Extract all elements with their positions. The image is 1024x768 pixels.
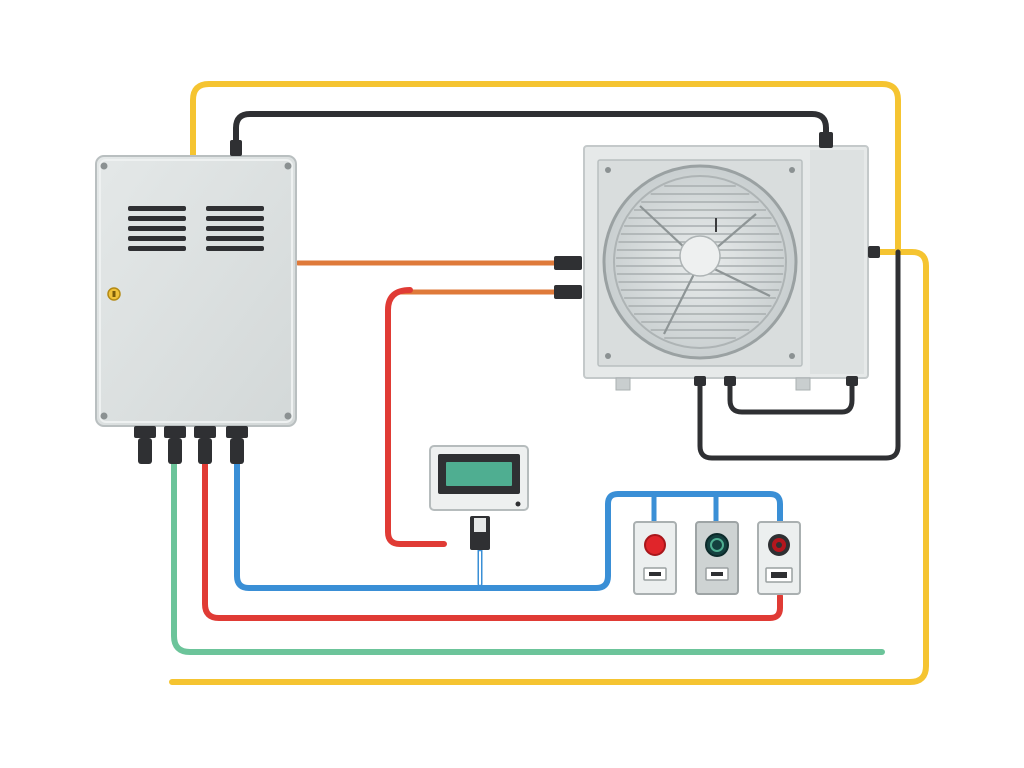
- wire-black-loop-inner: [727, 377, 855, 415]
- cable-glands-bottom: [134, 426, 248, 464]
- unit-foot: [795, 377, 811, 391]
- switch-red[interactable]: [633, 521, 677, 595]
- gland-boot: [230, 438, 244, 464]
- wire-yellow-top: [190, 81, 901, 253]
- vent-grille-left: [128, 206, 186, 251]
- vent-slot: [206, 206, 264, 211]
- port-icon: [846, 376, 858, 386]
- display-screen: [446, 462, 512, 486]
- control-box: [95, 140, 297, 464]
- outdoor-unit-right-panel: [810, 150, 864, 374]
- gland-nut: [164, 426, 186, 438]
- wire-red-sensor: [385, 287, 447, 547]
- screw-icon: [100, 162, 108, 170]
- gland-boot: [198, 438, 212, 464]
- wire-blue-bus: [234, 457, 783, 591]
- switch-label-mark: [649, 572, 661, 576]
- screw-icon: [789, 167, 795, 173]
- switch-label-mark: [711, 572, 723, 576]
- outdoor-unit-bottom-ports: [694, 376, 858, 386]
- cable-gland-icon: [134, 426, 156, 464]
- cable-gland-icon: [226, 426, 248, 464]
- vent-slot: [128, 246, 186, 251]
- outdoor-unit-side-ports: [554, 246, 880, 299]
- outdoor-unit-feet: [615, 377, 811, 391]
- switch-teal[interactable]: [695, 521, 739, 595]
- port-icon: [694, 376, 706, 386]
- top-port-icon: [819, 132, 833, 148]
- switch-plate: [695, 521, 739, 595]
- cable-gland-top-icon: [230, 140, 242, 156]
- wire-yellow-bottom: [169, 249, 929, 685]
- vent-slot: [128, 216, 186, 221]
- teal-button-icon[interactable]: [705, 533, 729, 557]
- dark-red-button-dot: [776, 542, 782, 548]
- connector-icon: [554, 285, 582, 299]
- lock-keyhole: [112, 291, 116, 297]
- vent-slot: [128, 226, 186, 231]
- display-sensor: [429, 445, 529, 550]
- display-led-icon: [515, 501, 521, 507]
- fan-icon: [602, 164, 798, 360]
- screw-icon: [284, 162, 292, 170]
- vent-slot: [128, 206, 186, 211]
- cable-gland-icon: [164, 426, 186, 464]
- vent-slot: [206, 246, 264, 251]
- vent-slot: [206, 216, 264, 221]
- vent-grille-right: [206, 206, 264, 251]
- gland-boot: [138, 438, 152, 464]
- screw-icon: [605, 167, 611, 173]
- display-probe-cap: [474, 518, 486, 532]
- unit-foot: [615, 377, 631, 391]
- connector-icon: [868, 246, 880, 258]
- screw-icon: [605, 353, 611, 359]
- fan-hub: [679, 235, 721, 277]
- screw-icon: [789, 353, 795, 359]
- wire-red-return: [202, 457, 783, 621]
- control-box-screws: [100, 162, 292, 420]
- fan-guard-ring: [613, 175, 787, 349]
- control-box-body: [95, 155, 297, 427]
- red-button-icon[interactable]: [644, 534, 666, 556]
- gland-nut: [194, 426, 216, 438]
- teal-button-ring: [710, 538, 724, 552]
- switch-plate: [633, 521, 677, 595]
- fan-panel-screws: [605, 167, 795, 359]
- gland-nut: [226, 426, 248, 438]
- vent-slot: [128, 236, 186, 241]
- switch-plate: [757, 521, 801, 595]
- switch-dark-red[interactable]: [757, 521, 801, 595]
- vent-slot: [206, 226, 264, 231]
- gland-nut: [134, 426, 156, 438]
- wire-green: [171, 457, 885, 655]
- connector-icon: [554, 256, 582, 270]
- vent-slot: [206, 236, 264, 241]
- cable-gland-icon: [194, 426, 216, 464]
- switch-label-mark: [771, 572, 787, 578]
- control-box-inner-edge: [99, 159, 293, 423]
- wire-black-top: [233, 111, 829, 153]
- wire-black-loop-outer: [697, 249, 901, 461]
- outdoor-unit: [554, 132, 880, 391]
- screw-icon: [284, 412, 292, 420]
- screw-icon: [100, 412, 108, 420]
- port-icon: [724, 376, 736, 386]
- gland-boot: [168, 438, 182, 464]
- wires: [169, 81, 929, 685]
